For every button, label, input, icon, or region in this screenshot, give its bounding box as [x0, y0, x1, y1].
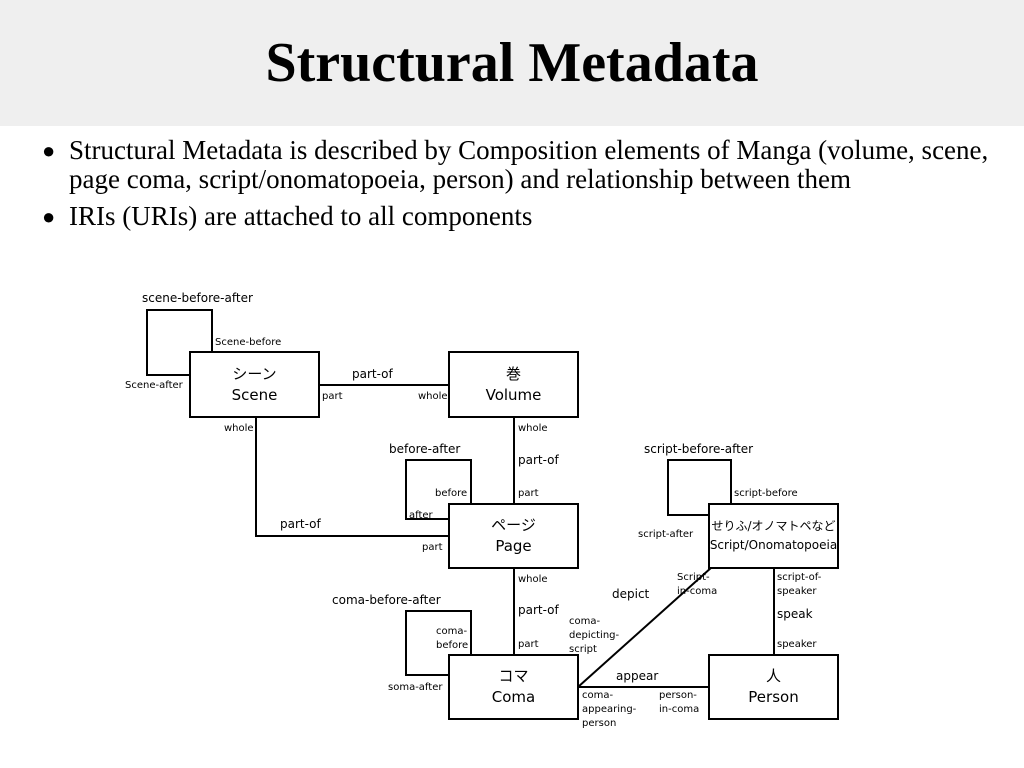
bullet-list: ● Structural Metadata is described by Com… — [42, 136, 1002, 239]
label-page-coma-part: part — [518, 639, 539, 650]
label-person-in-coma-2: in-coma — [659, 704, 699, 715]
node-page-jp: ページ — [491, 516, 536, 534]
page-self-loop — [405, 459, 472, 520]
label-page-before: before — [435, 488, 467, 499]
bullet-item: ● Structural Metadata is described by Com… — [42, 136, 1002, 194]
node-volume: 巻 Volume — [448, 351, 579, 418]
label-script-in-coma-1: Script- — [677, 572, 710, 583]
node-volume-en: Volume — [486, 386, 542, 404]
label-before-after: before-after — [389, 442, 460, 456]
bullet-text: IRIs (URIs) are attached to all componen… — [69, 201, 533, 231]
label-person-in-coma-1: person- — [659, 690, 697, 701]
scene-page-link — [255, 417, 449, 537]
label-coma-before-after: coma-before-after — [332, 593, 441, 607]
relation-labels: scene-before-after Scene-before Scene-af… — [125, 291, 822, 729]
label-page-coma-part-of: part-of — [518, 603, 560, 617]
label-coma-before-2: before — [436, 640, 468, 651]
label-volume-whole: whole — [518, 423, 548, 434]
label-script-of-speaker-2: speaker — [777, 586, 817, 597]
label-scene-before: Scene-before — [215, 337, 281, 348]
label-page-after: after — [409, 510, 434, 521]
node-page-box — [448, 503, 579, 569]
label-speaker: speaker — [777, 639, 817, 650]
bullet-dot-icon: ● — [42, 204, 56, 229]
label-scene-page-part-of: part-of — [280, 517, 322, 531]
node-volume-jp: 巻 — [506, 365, 521, 383]
label-coma-depicting-2: depicting- — [569, 630, 620, 641]
label-scene-whole: whole — [224, 423, 254, 434]
label-depict: depict — [612, 587, 650, 601]
node-script-box — [708, 503, 839, 569]
node-coma-jp: コマ — [498, 667, 528, 685]
node-scene-box — [189, 351, 320, 418]
node-scene-en: Scene — [232, 386, 278, 404]
connector-lines — [146, 309, 775, 688]
node-person-jp: 人 — [766, 667, 781, 685]
node-scene-jp: シーン — [232, 365, 276, 383]
node-script: せりふ/オノマトペなど Script/Onomatopoeia — [708, 503, 839, 569]
title-band: Structural Metadata — [0, 0, 1024, 126]
label-coma-appearing-1: coma- — [582, 690, 613, 701]
label-script-before-after: script-before-after — [644, 442, 753, 456]
node-coma: コマ Coma — [448, 654, 579, 720]
scene-self-loop — [146, 309, 213, 376]
label-scene-after: Scene-after — [125, 380, 184, 391]
label-volume-page-part: part — [518, 488, 539, 499]
label-script-before: script-before — [734, 488, 798, 499]
label-scene-volume-whole: whole — [418, 391, 448, 402]
label-scene-volume-part: part — [322, 391, 343, 402]
slide-title: Structural Metadata — [265, 32, 759, 94]
coma-self-loop — [405, 610, 472, 676]
label-script-after: script-after — [638, 529, 694, 540]
script-self-loop — [667, 459, 732, 516]
node-person: 人 Person — [708, 654, 839, 720]
label-appear: appear — [616, 669, 658, 683]
node-script-en: Script/Onomatopoeia — [710, 538, 837, 552]
label-scene-page-part: part — [422, 542, 443, 553]
label-script-in-coma-2: in-coma — [677, 586, 717, 597]
node-page-en: Page — [495, 537, 531, 555]
label-coma-before-1: coma- — [436, 626, 467, 637]
label-script-of-speaker-1: script-of- — [777, 572, 822, 583]
coma-script-link — [577, 566, 713, 688]
label-scene-volume-part-of: part-of — [352, 367, 394, 381]
label-coma-depicting-3: script — [569, 644, 597, 655]
label-scene-before-after: scene-before-after — [142, 291, 253, 305]
node-script-jp: せりふ/オノマトペなど — [711, 519, 835, 533]
bullet-text: Structural Metadata is described by Comp… — [69, 135, 989, 194]
node-scene: シーン Scene — [189, 351, 320, 418]
node-person-box — [708, 654, 839, 720]
label-soma-after: soma-after — [388, 682, 443, 693]
label-coma-appearing-2: appearing- — [582, 704, 637, 715]
node-volume-box — [448, 351, 579, 418]
label-volume-page-part-of: part-of — [518, 453, 560, 467]
label-page-whole: whole — [518, 574, 548, 585]
node-page: ページ Page — [448, 503, 579, 569]
label-coma-depicting-1: coma- — [569, 616, 600, 627]
bullet-dot-icon: ● — [42, 138, 56, 163]
label-speak: speak — [777, 607, 813, 621]
node-coma-en: Coma — [492, 688, 535, 706]
node-coma-box — [448, 654, 579, 720]
label-coma-appearing-3: person — [582, 718, 616, 729]
node-person-en: Person — [748, 688, 798, 706]
bullet-item: ● IRIs (URIs) are attached to all compone… — [42, 202, 1002, 231]
